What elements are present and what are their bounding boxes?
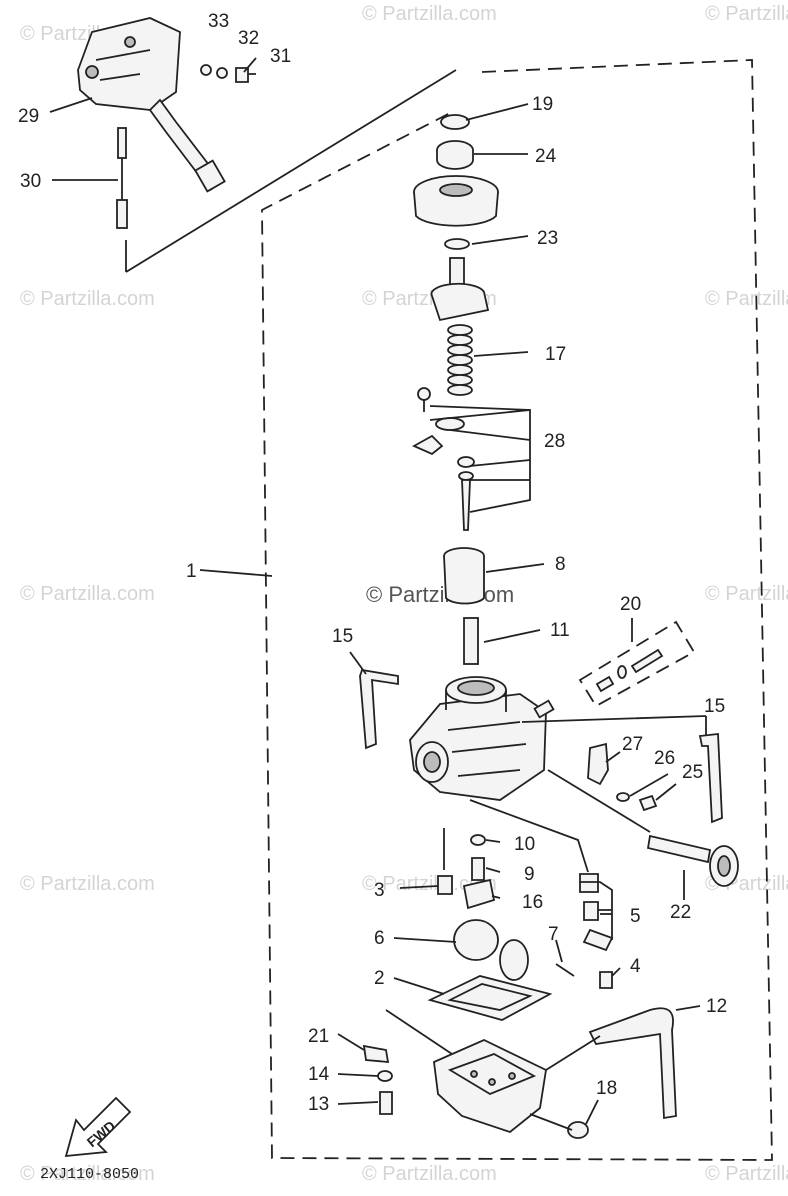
callout-15-left: 15 — [332, 626, 353, 647]
jet-needle-set-part-28 — [411, 387, 475, 531]
float-part-6 — [453, 919, 529, 981]
callout-24: 24 — [535, 146, 557, 167]
callout-13: 13 — [308, 1094, 329, 1115]
callout-19: 19 — [532, 94, 553, 115]
callout-6: 6 — [374, 928, 385, 949]
callout-11: 11 — [550, 620, 570, 641]
callout-10: 10 — [514, 834, 535, 855]
watermark: © Partzilla.com — [362, 3, 497, 25]
bracket-part-27 — [587, 742, 609, 786]
carburetor-body-part — [409, 676, 555, 801]
callout-7: 7 — [548, 924, 559, 945]
watermark: © Partzilla.com — [705, 3, 788, 25]
watermark-layer: © Partzilla.com © Partzilla.com © Partzi… — [20, 3, 788, 1185]
starter-plunger-part-22 — [646, 834, 739, 887]
callout-31: 31 — [270, 46, 291, 67]
holder-part-16 — [462, 878, 496, 910]
needle-jet-part-11 — [463, 617, 479, 665]
main-jet-part-9 — [471, 857, 485, 881]
float-chamber-part — [433, 1039, 547, 1134]
watermark: © Partzilla.com — [20, 873, 155, 895]
callout-9: 9 — [524, 864, 535, 885]
callout-32: 32 — [238, 28, 259, 49]
cap-part-19 — [440, 114, 470, 130]
hose-part-15-left — [359, 668, 399, 750]
screw-part-13 — [379, 1091, 393, 1115]
washer-part-26 — [616, 792, 630, 802]
screw-part-4 — [599, 971, 613, 989]
watermark: © Partzilla.com — [705, 288, 788, 310]
watermark: © Partzilla.com — [705, 583, 788, 605]
plug-part-3 — [437, 875, 453, 895]
callout-1: 1 — [186, 561, 197, 582]
screw-part-31 — [235, 67, 256, 83]
drain-screw-part-18 — [567, 1121, 589, 1139]
throttle-housing-part — [77, 17, 226, 193]
callout-17: 17 — [545, 344, 566, 365]
callout-14: 14 — [308, 1064, 330, 1085]
washer-part-33 — [200, 64, 212, 76]
o-ring-part-23 — [444, 238, 470, 250]
screw-part-25 — [638, 794, 658, 812]
assembly-boundary — [261, 59, 773, 1161]
washer-part-14 — [377, 1070, 393, 1082]
throttle-cable-part — [116, 127, 128, 229]
callout-26: 26 — [654, 748, 675, 769]
callout-15-right: 15 — [704, 696, 725, 717]
hose-part-15-right — [698, 732, 723, 824]
throttle-valve-part-8 — [443, 547, 485, 605]
pilot-screw-part-5 — [579, 873, 614, 952]
mixing-chamber-top-part — [413, 175, 499, 227]
callout-2: 2 — [374, 968, 385, 989]
cable-holder-plate-part — [430, 257, 490, 322]
callout-27: 27 — [622, 734, 643, 755]
watermark: © Partzilla.com — [362, 873, 497, 895]
callout-33: 33 — [208, 11, 229, 32]
callout-29: 29 — [18, 106, 39, 127]
nut-part-24 — [436, 140, 474, 170]
callout-25: 25 — [682, 762, 703, 783]
adjust-screw-group-part-20 — [578, 620, 696, 708]
callout-22: 22 — [670, 902, 691, 923]
callout-labels: 29 30 33 32 31 19 24 23 17 28 8 1 11 20 … — [18, 11, 727, 1115]
callout-5: 5 — [630, 906, 641, 927]
throttle-valve-spring-part-17 — [447, 324, 473, 396]
fwd-arrow: FWD — [64, 1096, 132, 1158]
float-pin-part-7 — [555, 963, 575, 977]
callout-4: 4 — [630, 956, 641, 977]
watermark: © Partzilla.com — [362, 1163, 497, 1185]
center-watermark: © Partzilla.com — [366, 582, 514, 607]
jet-part-10 — [470, 834, 486, 846]
leader-lines — [49, 57, 707, 1131]
callout-18: 18 — [596, 1078, 617, 1099]
watermark: © Partzilla.com — [20, 288, 155, 310]
callout-30: 30 — [20, 171, 41, 192]
bracket-part-21 — [362, 1044, 390, 1064]
drain-hose-part-12 — [588, 1007, 677, 1120]
gasket-part-2 — [427, 975, 553, 1021]
callout-8: 8 — [555, 554, 566, 575]
callout-23: 23 — [537, 228, 558, 249]
watermark: © Partzilla.com — [20, 1163, 155, 1185]
callout-12: 12 — [706, 996, 727, 1017]
callout-28: 28 — [544, 431, 565, 452]
drawing-code: 2XJ110-8050 — [40, 1166, 139, 1183]
leader-cable-group — [125, 69, 457, 273]
callout-21: 21 — [308, 1026, 329, 1047]
callout-3: 3 — [374, 880, 385, 901]
watermark: © Partzilla.com — [705, 1163, 788, 1185]
watermark: © Partzilla.com — [20, 583, 155, 605]
washer-part-32 — [216, 67, 228, 79]
callout-20: 20 — [620, 594, 641, 615]
callout-16: 16 — [522, 892, 543, 913]
fwd-label: FWD — [84, 1117, 119, 1150]
